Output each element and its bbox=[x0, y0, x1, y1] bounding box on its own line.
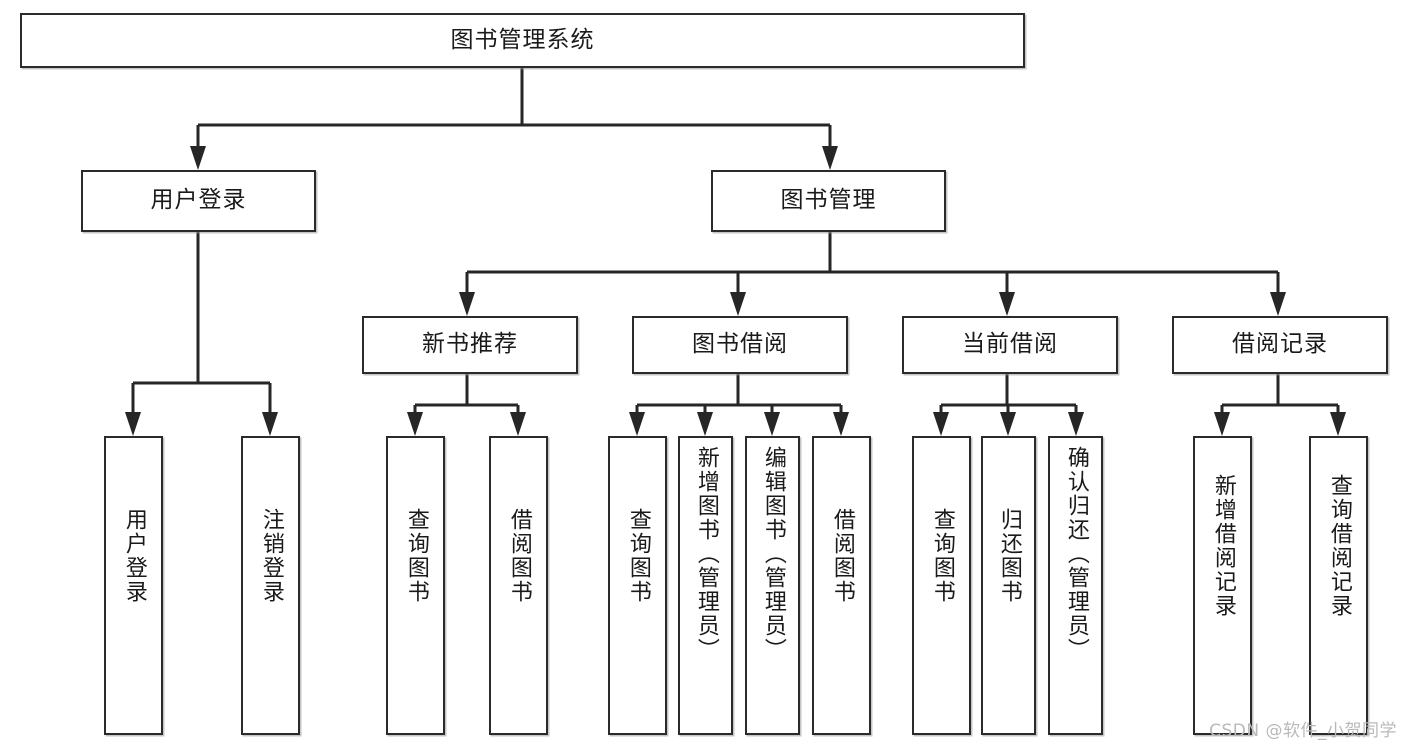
leaf-user-login-logout[interactable]: 注销登录 bbox=[241, 436, 300, 735]
node-book-borrow[interactable]: 图书借阅 bbox=[632, 316, 848, 374]
node-root-book-management-system[interactable]: 图书管理系统 bbox=[20, 13, 1025, 68]
node-label: 注销登录 bbox=[258, 508, 284, 604]
node-label: 借阅记录 bbox=[1232, 331, 1328, 358]
arrowhead-current-borrow bbox=[999, 292, 1015, 316]
node-label: 借阅图书 bbox=[829, 508, 855, 604]
arrowhead-leaf-user-login-0 bbox=[125, 412, 141, 436]
leaf-user-login-user-login[interactable]: 用户登录 bbox=[104, 436, 163, 735]
leaf-current-borrow-return-book[interactable]: 归还图书 bbox=[981, 436, 1036, 735]
node-label: 借阅图书 bbox=[506, 508, 532, 604]
leaf-new-book-query-book[interactable]: 查询图书 bbox=[386, 436, 445, 735]
arrowhead-book-borrow bbox=[730, 292, 746, 316]
node-label: 用户登录 bbox=[150, 187, 247, 214]
node-label: 图书管理系统 bbox=[450, 26, 595, 53]
node-label: 归还图书 bbox=[996, 508, 1022, 604]
arrowhead-book-mgmt bbox=[822, 146, 838, 170]
leaf-current-borrow-query-book[interactable]: 查询图书 bbox=[912, 436, 971, 735]
arrowhead-leaf-book-borrow-3 bbox=[833, 412, 849, 436]
node-label: 确认归还（管理员） bbox=[1063, 446, 1089, 662]
arrowhead-new-book-recommend bbox=[459, 292, 475, 316]
arrowhead-leaf-book-borrow-2 bbox=[764, 412, 780, 436]
node-user-login[interactable]: 用户登录 bbox=[81, 170, 316, 232]
arrowhead-leaf-book-borrow-0 bbox=[629, 412, 645, 436]
leaf-book-borrow-edit-book-admin[interactable]: 编辑图书（管理员） bbox=[745, 436, 800, 735]
node-label: 编辑图书（管理员） bbox=[760, 446, 786, 662]
arrowhead-leaf-borrow-record-0 bbox=[1214, 412, 1230, 436]
watermark-text: CSDN @软件_小贺同学 bbox=[1209, 721, 1397, 741]
node-label: 查询图书 bbox=[403, 508, 429, 604]
node-label: 用户登录 bbox=[121, 508, 147, 604]
node-label: 查询图书 bbox=[929, 508, 955, 604]
node-book-management[interactable]: 图书管理 bbox=[711, 170, 946, 232]
arrowhead-leaf-book-borrow-1 bbox=[697, 412, 713, 436]
arrowhead-leaf-current-borrow-1 bbox=[1000, 412, 1016, 436]
arrowhead-leaf-borrow-record-1 bbox=[1330, 412, 1346, 436]
leaf-book-borrow-borrow-book[interactable]: 借阅图书 bbox=[812, 436, 871, 735]
node-label: 图书借阅 bbox=[692, 331, 788, 358]
leaf-book-borrow-query-book[interactable]: 查询图书 bbox=[608, 436, 667, 735]
arrowhead-user-login bbox=[190, 146, 206, 170]
node-label: 新书推荐 bbox=[422, 331, 518, 358]
leaf-new-book-borrow-book[interactable]: 借阅图书 bbox=[489, 436, 548, 735]
node-current-borrow[interactable]: 当前借阅 bbox=[902, 316, 1118, 374]
node-label: 当前借阅 bbox=[962, 331, 1058, 358]
leaf-current-borrow-confirm-return-admin[interactable]: 确认归还（管理员） bbox=[1048, 436, 1103, 735]
leaf-book-borrow-add-book-admin[interactable]: 新增图书（管理员） bbox=[678, 436, 733, 735]
node-label: 新增图书（管理员） bbox=[693, 446, 719, 662]
leaf-borrow-record-add-record[interactable]: 新增借阅记录 bbox=[1193, 436, 1252, 735]
arrowhead-leaf-current-borrow-0 bbox=[933, 412, 949, 436]
node-label: 查询图书 bbox=[625, 508, 651, 604]
arrowhead-leaf-new-book-0 bbox=[407, 412, 423, 436]
node-label: 图书管理 bbox=[780, 187, 877, 214]
arrowhead-borrow-record bbox=[1270, 292, 1286, 316]
arrowhead-leaf-user-login-1 bbox=[262, 412, 278, 436]
arrowhead-leaf-current-borrow-2 bbox=[1068, 412, 1084, 436]
arrowhead-leaf-new-book-1 bbox=[510, 412, 526, 436]
node-label: 查询借阅记录 bbox=[1326, 474, 1352, 618]
node-new-book-recommend[interactable]: 新书推荐 bbox=[362, 316, 578, 374]
node-label: 新增借阅记录 bbox=[1210, 474, 1236, 618]
leaf-borrow-record-query-record[interactable]: 查询借阅记录 bbox=[1309, 436, 1368, 735]
node-borrow-record[interactable]: 借阅记录 bbox=[1172, 316, 1388, 374]
